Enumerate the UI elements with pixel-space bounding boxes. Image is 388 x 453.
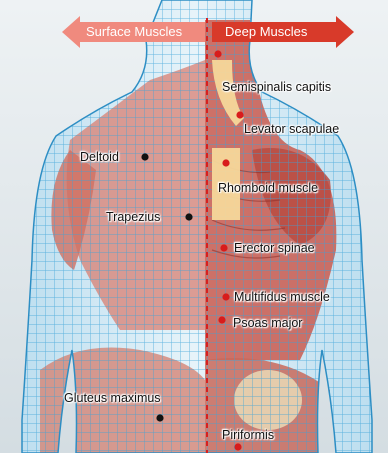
levator-label: Levator scapulae [244, 122, 339, 136]
semispinalis-label: Semispinalis capitis [222, 80, 331, 94]
trapezius-label: Trapezius [106, 210, 160, 224]
gluteus-point [156, 414, 163, 421]
rhomboid-point [222, 159, 229, 166]
deltoid-label: Deltoid [80, 150, 119, 164]
gluteus-label: Gluteus maximus [64, 391, 161, 405]
deep-muscles-label: Deep Muscles [225, 24, 307, 39]
rhomboid-label: Rhomboid muscle [218, 181, 318, 195]
multifidus-label: Multifidus muscle [234, 290, 330, 304]
surface-muscles-label: Surface Muscles [86, 24, 182, 39]
psoas-point [218, 316, 225, 323]
multifidus-point [222, 293, 229, 300]
trapezius-point [185, 213, 192, 220]
piriformis-label: Piriformis [222, 428, 274, 442]
deltoid-point [141, 153, 148, 160]
erector-label: Erector spinae [234, 241, 315, 255]
piriformis-point [234, 443, 241, 450]
semispinalis-point [214, 50, 221, 57]
psoas-label: Psoas major [233, 316, 302, 330]
erector-point [220, 244, 227, 251]
levator-point [236, 111, 243, 118]
